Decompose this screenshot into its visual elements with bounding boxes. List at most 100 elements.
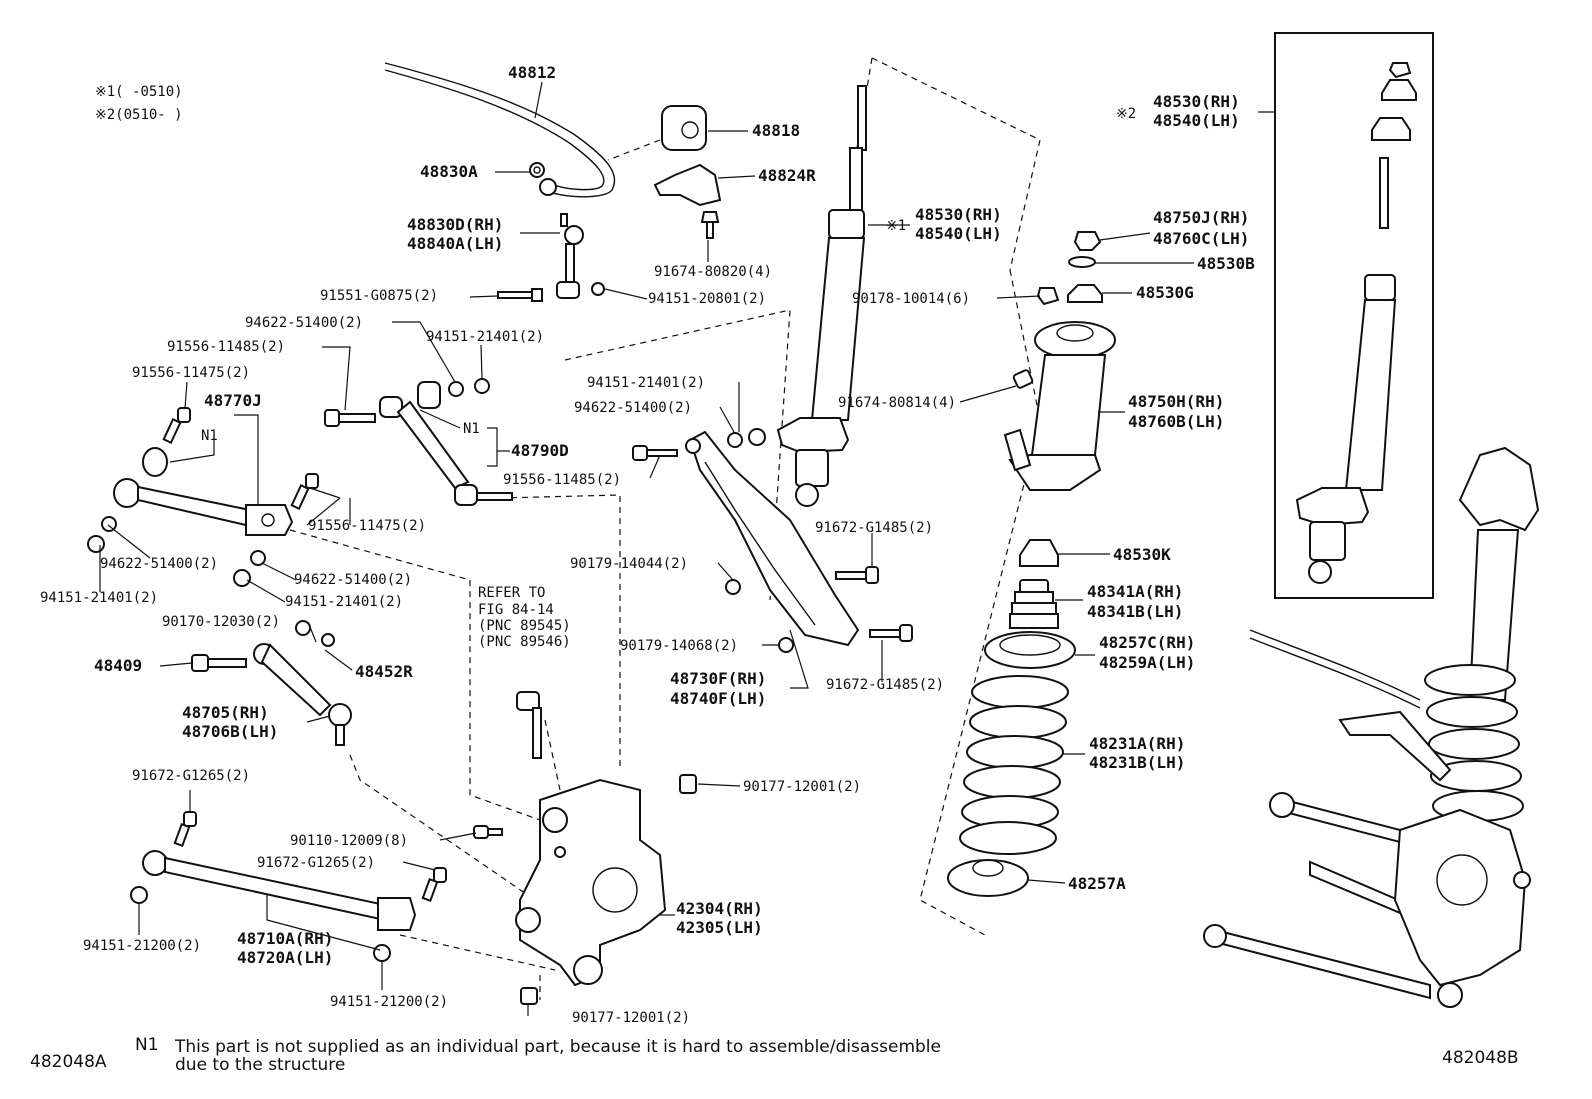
stabilizer-bushing (661, 105, 707, 151)
bolt-90110 (473, 825, 503, 839)
label-48710A: 48710A(RH) (237, 929, 333, 948)
spring-seat-48257C (984, 631, 1076, 669)
label-48540-2: 48540(LH) (1153, 111, 1240, 130)
bolt-91672-G1485-b (869, 624, 913, 642)
toe-arm-48452R (253, 620, 352, 746)
label-48409: 48409 (94, 656, 142, 675)
label-91672-G1265-b: 91672-G1265(2) (257, 855, 375, 871)
label-94151-21200-a: 94151-21200(2) (83, 938, 201, 954)
label-91672-G1485-a: 91672-G1485(2) (815, 520, 933, 536)
washers-left-b (87, 516, 266, 587)
label-94151-21200-b: 94151-21200(2) (330, 994, 448, 1010)
label-90177-b: 90177-12001(2) (572, 1010, 690, 1026)
alt-shock-box (1274, 32, 1434, 599)
label-48812: 48812 (508, 63, 556, 82)
bolt-91672-G1485-a (835, 566, 879, 584)
label-48706B: 48706B(LH) (182, 722, 278, 741)
nut-90179-14044 (725, 579, 741, 595)
label-48530-2: 48530(RH) (1153, 92, 1240, 111)
shock-absorber-2 (1295, 62, 1417, 584)
bolt-91556-11475-b (290, 473, 319, 510)
bolt-91674-80820 (700, 211, 720, 239)
refer-line-3: (PNC 89545) (478, 618, 571, 634)
label-91556-11485-b: 91556-11485(2) (503, 472, 621, 488)
footer-code-left: 482048A (30, 1052, 107, 1072)
stabilizer-bracket (653, 163, 722, 207)
label-94151-20801: 94151-20801(2) (648, 291, 766, 307)
label-91672-G1485-b: 91672-G1485(2) (826, 677, 944, 693)
refer-line-4: (PNC 89546) (478, 634, 571, 650)
bolt-91551 (497, 288, 543, 302)
label-48530B: 48530B (1197, 254, 1255, 273)
bolt-91556-11485-a (324, 409, 376, 427)
stabilizer-bar (384, 62, 616, 198)
label-48750H: 48750H(RH) (1128, 392, 1224, 411)
bolt-91672-G1265-a (173, 811, 197, 848)
label-48840A: 48840A(LH) (407, 234, 503, 253)
label-91672-G1265-a: 91672-G1265(2) (132, 768, 250, 784)
nut-48750J (1073, 231, 1102, 251)
refer-line-2: FIG 84-14 (478, 602, 554, 618)
label-48530G: 48530G (1136, 283, 1194, 302)
label-48740F: 48740F(LH) (670, 689, 766, 708)
footer-note-line-2: due to the structure (175, 1055, 345, 1075)
stabilizer-link (556, 213, 605, 299)
label-48257C: 48257C(RH) (1099, 633, 1195, 652)
label-48830D: 48830D(RH) (407, 215, 503, 234)
label-48231B: 48231B(LH) (1089, 753, 1185, 772)
spring-seat-48257A (947, 859, 1029, 897)
label-91674-80820: 91674-80820(4) (654, 264, 772, 280)
washer-48530B (1068, 256, 1096, 268)
label-94151-21401-b: 94151-21401(2) (587, 375, 705, 391)
label-n1-a: N1 (201, 428, 218, 444)
label-48231A: 48231A(RH) (1089, 734, 1185, 753)
label-48730F: 48730F(RH) (670, 669, 766, 688)
label-48452R: 48452R (355, 662, 413, 681)
label-90178: 90178-10014(6) (852, 291, 970, 307)
label-48257A: 48257A (1068, 874, 1126, 893)
label-48530K: 48530K (1113, 545, 1171, 564)
label-48341B: 48341B(LH) (1087, 602, 1183, 621)
label-48760C: 48760C(LH) (1153, 229, 1249, 248)
refer-line-1: REFER TO (478, 585, 545, 601)
label-91556-11475-b: 91556-11475(2) (308, 518, 426, 534)
arm-48730F (685, 430, 860, 647)
label-48341A: 48341A(RH) (1087, 582, 1183, 601)
label-94151-21401-d: 94151-21401(2) (285, 594, 403, 610)
label-94622-d: 94622-51400(2) (294, 572, 412, 588)
upper-arm-48790D (379, 381, 513, 506)
bumper-48530K (1019, 539, 1059, 567)
label-91674-80814: 91674-80814(4) (838, 395, 956, 411)
nut-90177-b (520, 987, 538, 1005)
label-90177-a: 90177-12001(2) (743, 779, 861, 795)
label-90179-14068: 90179-14068(2) (620, 638, 738, 654)
bolt-91674-80814 (1012, 369, 1034, 389)
shock-absorber-1 (776, 85, 867, 507)
bound-stopper-48341A (1009, 579, 1059, 629)
label-48818: 48818 (752, 121, 800, 140)
label-94622-a: 94622-51400(2) (245, 315, 363, 331)
label-94622-b: 94622-51400(2) (574, 400, 692, 416)
label-48770J: 48770J (204, 391, 262, 410)
label-48750J: 48750J(RH) (1153, 208, 1249, 227)
footer-note-tag: N1 (135, 1035, 159, 1055)
label-94622-c: 94622-51400(2) (100, 556, 218, 572)
label-48530-1: 48530(RH) (915, 205, 1002, 224)
bolt-48409 (191, 654, 247, 672)
washers-left-a (448, 378, 490, 397)
label-91556-11475-a: 91556-11475(2) (132, 365, 250, 381)
washers-center (727, 428, 766, 448)
abs-sensor (516, 691, 542, 759)
nut-90179-14068 (778, 637, 794, 653)
label-42304: 42304(RH) (676, 899, 763, 918)
label-48760B: 48760B(LH) (1128, 412, 1224, 431)
label-90110: 90110-12009(8) (290, 833, 408, 849)
label-48705: 48705(RH) (182, 703, 269, 722)
nut-90177-a (679, 774, 697, 794)
label-42305: 42305(LH) (676, 918, 763, 937)
label-n1-b: N1 (463, 421, 480, 437)
legend-line-2: ※2(0510- ) (95, 107, 183, 123)
bolt-91672-G1265-b (421, 867, 447, 903)
leader-lines (99, 81, 1275, 1016)
